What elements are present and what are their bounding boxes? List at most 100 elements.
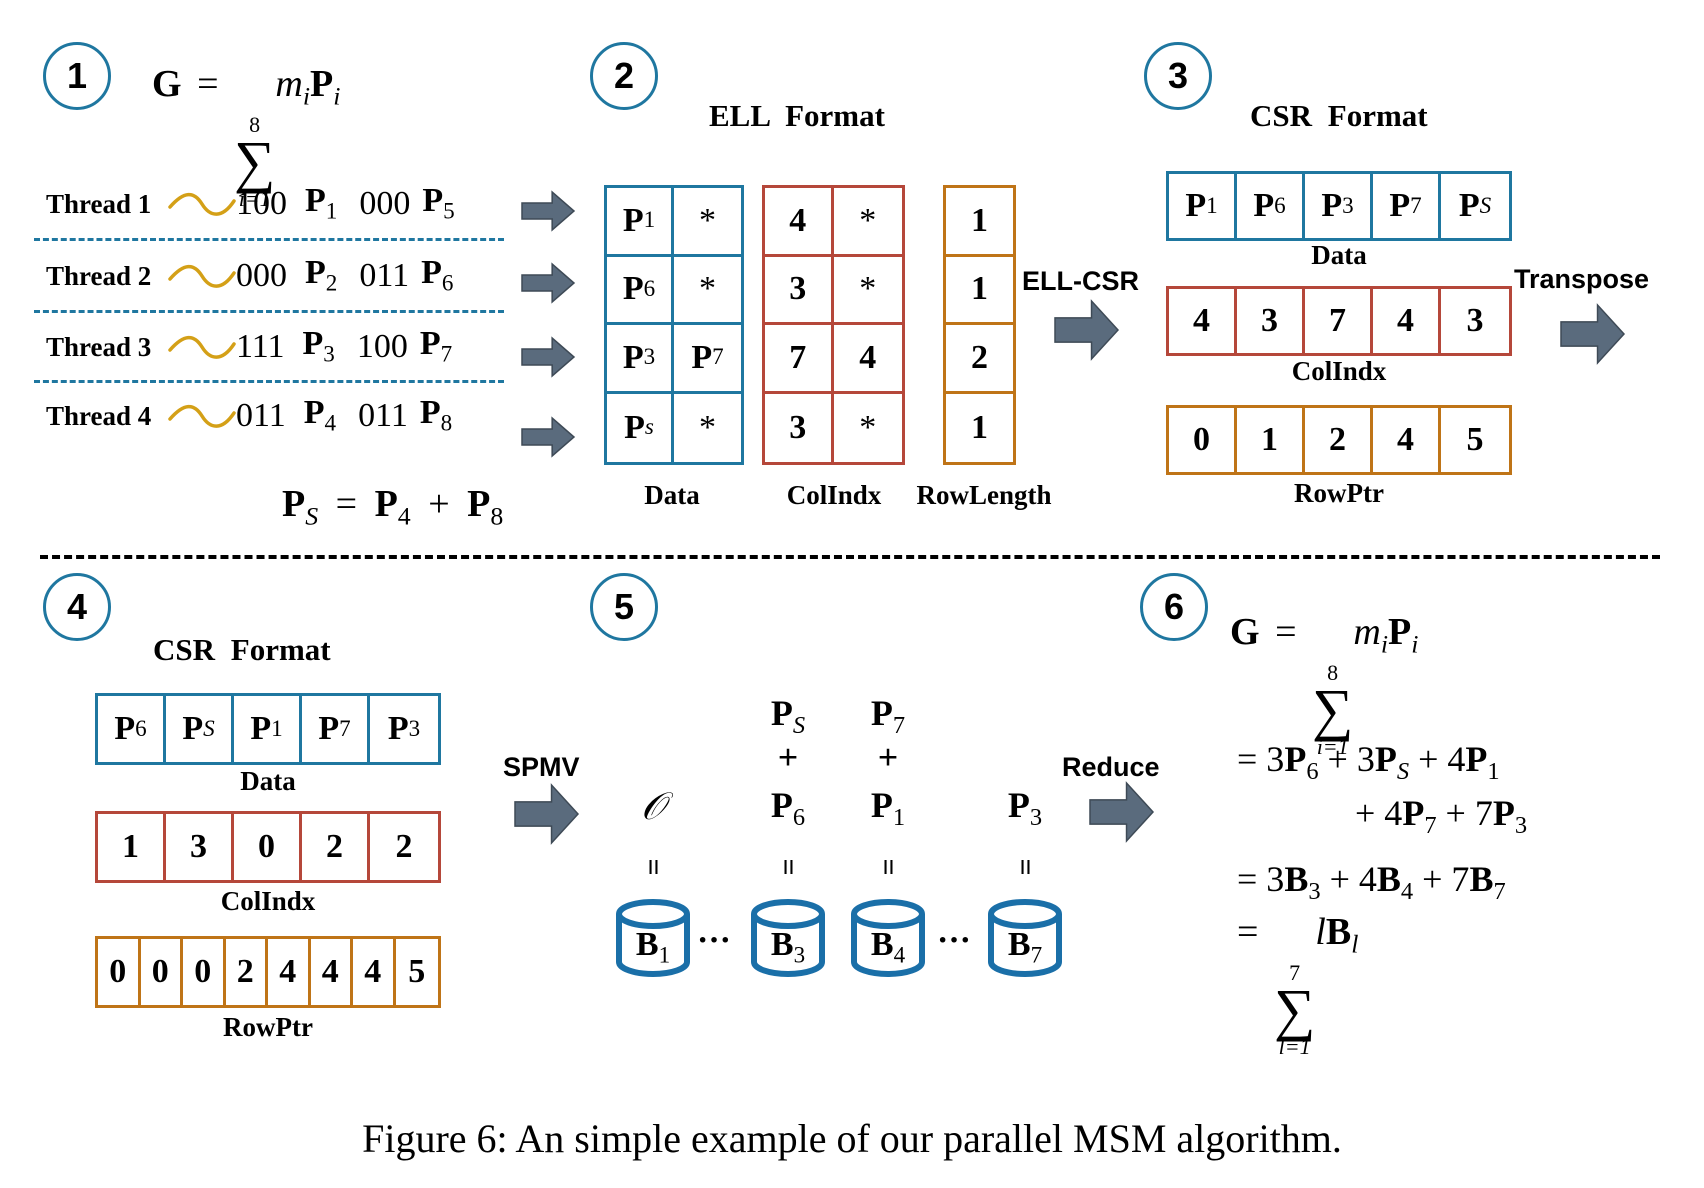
bucket-term: P7 (871, 692, 905, 740)
point-symbol: P (770, 693, 793, 733)
subscript: 6 (792, 803, 806, 831)
thread-point: P3 (302, 325, 335, 368)
step-number: 5 (613, 586, 635, 627)
transpose-label: Transpose (1514, 264, 1650, 294)
reduce-arrow-icon (1089, 781, 1155, 843)
plus-sign: + (877, 737, 899, 777)
scalar-bits: 011 (359, 257, 410, 294)
subscript: 1 (892, 803, 906, 831)
ell-format-title: ELL Format (709, 98, 885, 133)
formula-lhs: G (152, 63, 182, 105)
subscript: 3 (643, 344, 656, 371)
step-6-badge: 6 (1140, 573, 1208, 641)
thread-separator (34, 380, 504, 383)
thread-separator (34, 310, 504, 313)
scalar-m: m (275, 63, 303, 105)
csr-t-rowptr-cell: 0 (141, 939, 183, 1005)
sigma-symbol: 7 ∑ l=1 (1273, 960, 1316, 1060)
csr-t-colindx-cell: 2 (302, 814, 370, 880)
thread-point: P8 (419, 394, 453, 437)
ell-colindx-cell: * (833, 188, 902, 257)
wave-icon (168, 335, 236, 359)
csr-rowptr-cell: 1 (1237, 408, 1305, 472)
bucket-icon: B3 (748, 898, 828, 980)
subscript: 1 (643, 207, 656, 234)
ell-colindx-cell: 3 (765, 256, 834, 325)
ell-rowlength-cell: 1 (946, 188, 1013, 257)
point-symbol: P (622, 201, 644, 239)
thread-arrow-icon (521, 336, 576, 378)
ell-csr-arrow-icon (1054, 299, 1120, 361)
thread-point: P1 (305, 182, 338, 225)
step-5-badge: 5 (590, 573, 658, 641)
ell-colindx-cell: 4 (765, 188, 834, 257)
formula-equals: = (1275, 611, 1297, 653)
csr-colindx-cell: 4 (1169, 289, 1237, 353)
thread-point: P4 (303, 394, 337, 437)
csr-t-rowptr-cell: 4 (311, 939, 353, 1005)
section-divider (40, 555, 1660, 559)
sum-upper: 7 (1289, 960, 1301, 985)
ellipsis: ··· (937, 922, 972, 959)
bucket-term: P1 (871, 784, 905, 832)
formula-lhs: G (1230, 611, 1260, 653)
ellipsis: ··· (697, 922, 732, 959)
subscript: S (305, 501, 319, 531)
subscript: 7 (339, 715, 351, 742)
subscript: S (203, 715, 215, 742)
csr-rowptr-cell: 2 (1305, 408, 1373, 472)
ell-colindx-cell: * (833, 257, 902, 325)
step-number: 1 (66, 55, 88, 96)
csr-colindx-label: ColIndx (1291, 356, 1387, 386)
sum-upper: 8 (249, 112, 261, 137)
scalar-bits: 000 (359, 185, 411, 222)
equals: = (1237, 911, 1259, 953)
thread-arrow-icon (521, 416, 576, 458)
csr-t-rowptr-cell: 0 (98, 939, 141, 1005)
step-number: 6 (1163, 586, 1185, 627)
equals: = (335, 483, 358, 525)
thread-arrow-icon (521, 262, 576, 304)
point-symbol: P (770, 785, 793, 825)
step-1-badge: 1 (43, 42, 111, 110)
bucket-term: PS (771, 692, 805, 740)
ps-equation: PS = P4 + P8 (282, 483, 504, 531)
csr-colindx-cell: 7 (1305, 289, 1373, 353)
bucket-icon: B7 (985, 898, 1065, 980)
formula-equals: = (197, 63, 219, 105)
subscript: 1 (1206, 192, 1218, 219)
scalar-bits: 100 (236, 185, 287, 222)
csr-t-rowptr-cell: 4 (353, 939, 396, 1005)
point-symbol: P (1007, 785, 1030, 825)
subscript: 6 (135, 715, 147, 742)
sum-lower: i=1 (1316, 734, 1349, 760)
ell-colindx-cell: * (859, 408, 877, 446)
subscript: S (792, 711, 806, 739)
subscript: 6 (643, 275, 656, 302)
step-2-badge: 2 (590, 42, 658, 110)
ell-rowlength-cell: 2 (946, 325, 1013, 394)
result-line-2: = 3P6 + 3PS + 4P1 (1237, 739, 1500, 785)
csr-t-data-label: Data (240, 766, 296, 796)
bucket-term: P3 (1008, 784, 1042, 832)
point-symbol: P (250, 710, 272, 747)
point-symbol: P (1185, 187, 1207, 224)
subscript: 8 (490, 501, 504, 531)
ell-rowlength-label: RowLength (916, 480, 1052, 510)
result-line-4: = 3B3 + 4B4 + 7B7 (1237, 859, 1506, 905)
ell-csr-label: ELL-CSR (1022, 266, 1139, 296)
scalar-bits: 111 (236, 328, 285, 365)
